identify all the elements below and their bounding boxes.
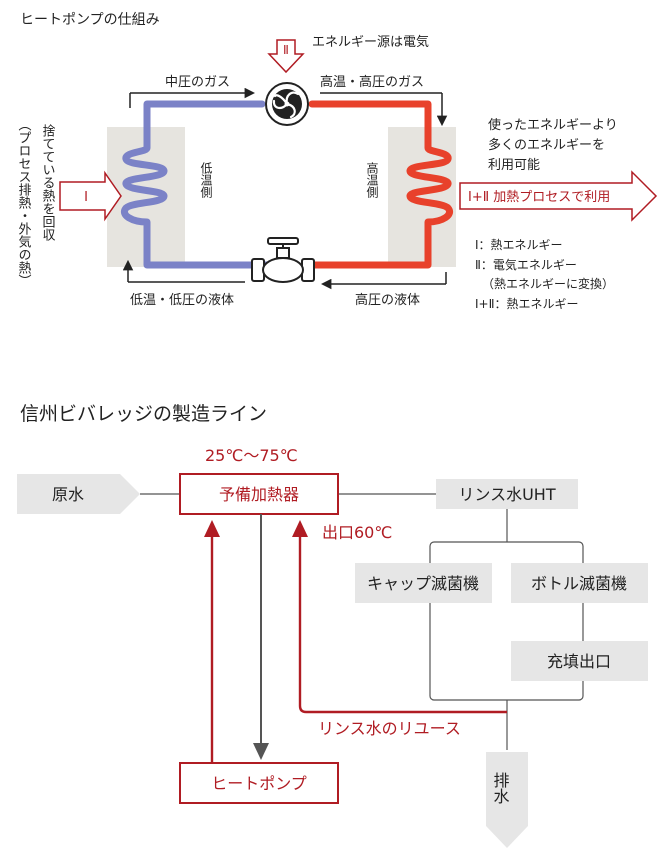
bottle-sterilizer-label: ボトル滅菌機: [531, 574, 627, 593]
production-line-title: 信州ビバレッジの製造ライン: [20, 403, 267, 425]
raw-water-label: 原水: [52, 485, 84, 504]
compressor-icon: [265, 82, 309, 126]
input-I-mark: Ⅰ: [84, 190, 88, 205]
raw-water-arrow: 原水: [17, 474, 140, 514]
drain-label: 排水: [491, 772, 510, 804]
rinse-uht-box: リンス水UHT: [436, 479, 578, 509]
arrow-preheater-to-heatpump: [253, 514, 269, 760]
cold-pipe-loop: [121, 100, 288, 269]
left-vertical-label-1: 捨てている熱を回収: [40, 123, 56, 241]
outlet-temperature-label: 出口60℃: [322, 523, 392, 542]
input-II-label: エネルギー源は電気: [312, 34, 429, 50]
preheater-label: 予備加熱器: [219, 485, 299, 504]
output-arrow: Ⅰ+Ⅱ 加熱プロセスで利用: [459, 170, 658, 222]
legend-item-3: （熱エネルギーに変換）: [482, 276, 614, 291]
output-label: Ⅰ+Ⅱ 加熱プロセスで利用: [468, 190, 610, 205]
high-temp-side-label: 高温側: [365, 161, 379, 198]
preheater-box: 予備加熱器: [179, 473, 339, 515]
bottom-right-flow-label: 高圧の液体: [355, 292, 420, 308]
flow-arrow-top-right: [320, 92, 448, 127]
legend-item-2: Ⅱ：電気エネルギー: [475, 257, 577, 272]
input-II-mark: Ⅱ: [283, 43, 289, 57]
heat-pump-box: ヒートポンプ: [179, 762, 339, 804]
right-note-3: 利用可能: [488, 158, 540, 173]
filling-outlet-box: 充填出口: [511, 641, 648, 681]
flow-arrow-bottom-left: [122, 259, 245, 283]
cap-sterilizer-box: キャップ滅菌機: [355, 563, 492, 603]
arrow-heatpump-to-preheater: [204, 520, 220, 763]
temperature-label: 25℃〜75℃: [205, 446, 298, 465]
rinse-reuse-label: リンス水のリユース: [318, 719, 461, 738]
heat-pump-label: ヒートポンプ: [211, 774, 307, 793]
right-note-1: 使ったエネルギーより: [488, 117, 618, 133]
bottom-left-flow-label: 低温・低圧の液体: [130, 293, 234, 308]
flow-arrow-top-left: [129, 87, 256, 108]
input-II-arrow: Ⅱ: [267, 39, 305, 74]
bottle-sterilizer-box: ボトル滅菌機: [511, 563, 648, 603]
rinse-uht-label: リンス水UHT: [458, 485, 555, 504]
input-I-arrow: Ⅰ: [59, 170, 122, 222]
heat-pump-mechanism-title: ヒートポンプの仕組み: [20, 12, 160, 28]
hot-pipe-loop: [308, 100, 453, 269]
legend-item-1: Ⅰ：熱エネルギー: [475, 238, 563, 252]
legend-item-4: Ⅰ+Ⅱ：熱エネルギー: [475, 297, 579, 311]
rinse-reuse-return-arrow: [292, 520, 507, 714]
drain-arrow: 排水: [486, 752, 528, 848]
right-note-2: 多くのエネルギーを: [488, 137, 605, 153]
cap-sterilizer-label: キャップ滅菌機: [367, 574, 479, 593]
low-temp-side-label: 低温側: [199, 162, 213, 198]
top-left-flow-label: 中圧のガス: [165, 75, 230, 90]
filling-outlet-label: 充填出口: [547, 652, 611, 671]
flow-arrow-bottom-right: [320, 272, 447, 290]
expansion-valve-icon: [251, 237, 315, 283]
top-right-flow-label: 高温・高圧のガス: [320, 74, 424, 90]
high-temp-panel: [388, 127, 456, 267]
left-vertical-label-2: （プロセス排熱・外気の熱）: [16, 118, 32, 287]
